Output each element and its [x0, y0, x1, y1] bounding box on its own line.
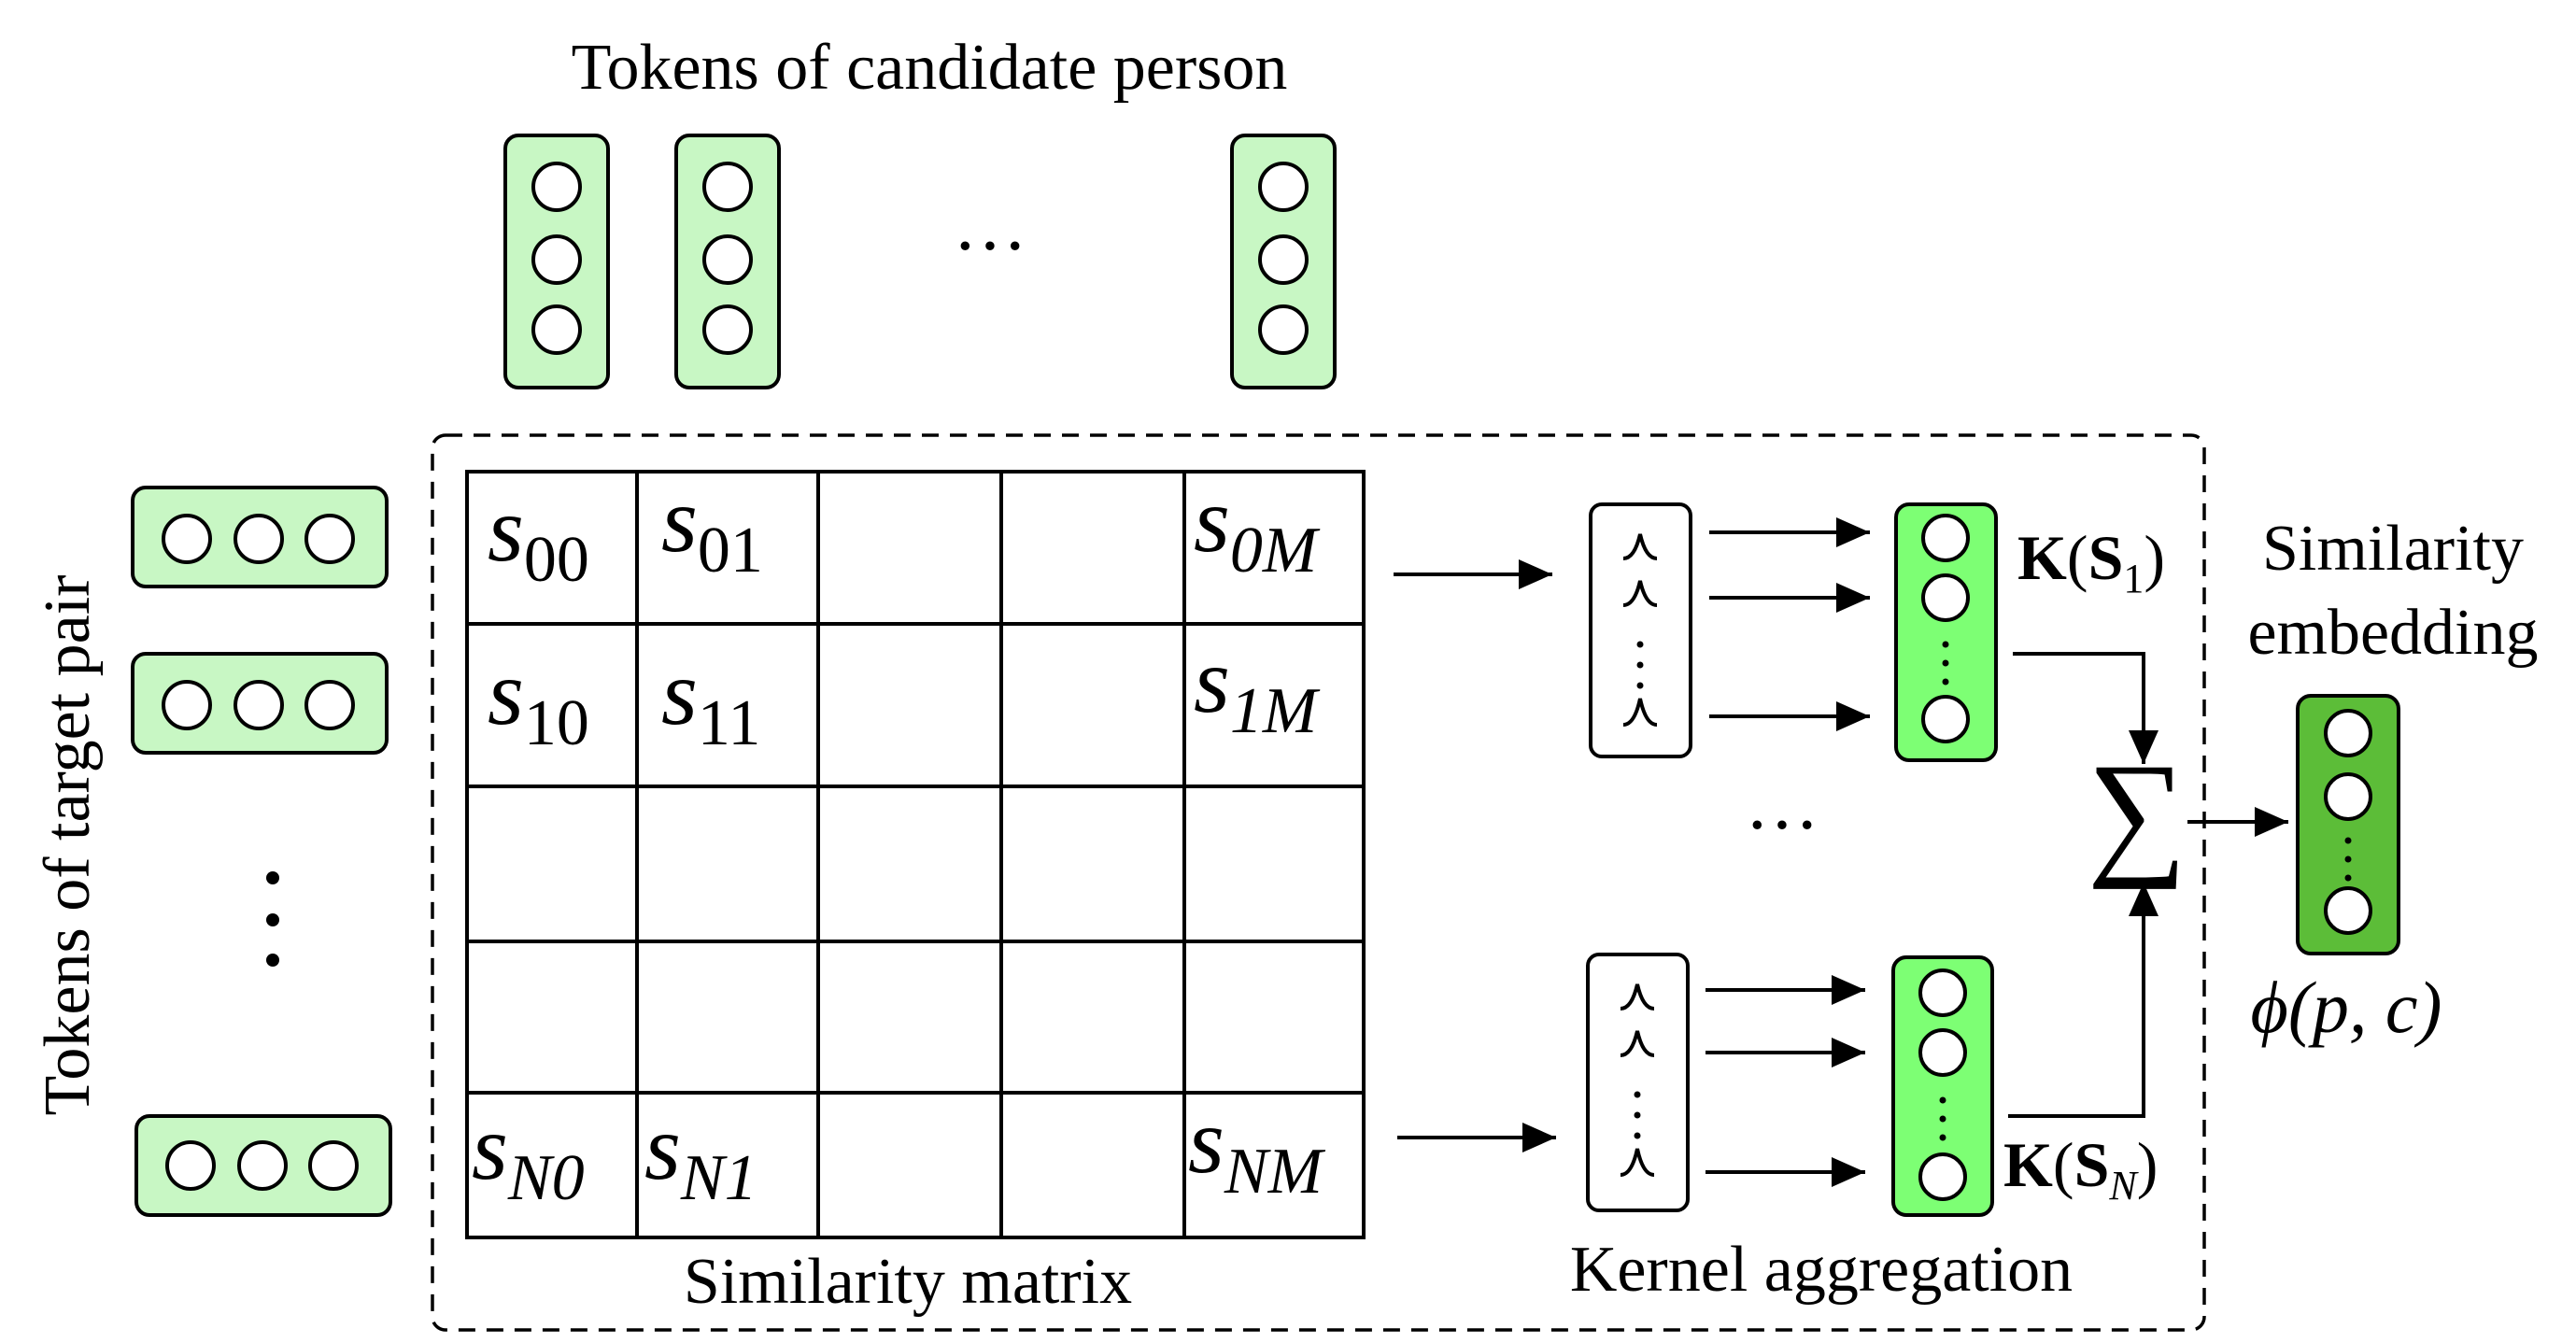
target-tokens-title: Tokens of target pair [32, 575, 104, 1116]
cell-s00: s00 [488, 477, 589, 596]
kernel-bottom-label: K(SN) [2003, 1129, 2158, 1209]
similarity-embedding-vector [2296, 694, 2400, 955]
cell-s0m: s0M [1194, 468, 1321, 587]
cell-s1m: s1M [1194, 629, 1321, 747]
kernel-vector-bottom [1891, 955, 1994, 1217]
similarity-embedding-title-1: Similarity [2262, 513, 2524, 585]
target-ellipsis [266, 871, 279, 967]
cell-sn1: sN1 [644, 1096, 757, 1214]
cell-s10: s10 [488, 641, 589, 759]
candidate-token-1 [503, 134, 610, 389]
arrow-bottom-to-sum [2008, 883, 2158, 1118]
kernel-vector-top [1894, 502, 1998, 762]
kernel-top-label: K(S1) [2017, 522, 2165, 601]
candidate-ellipsis: ··· [953, 205, 1027, 288]
similarity-matrix [465, 470, 1366, 1239]
target-token-n [134, 1114, 392, 1217]
kernel-aggregation-label: Kernel aggregation [1570, 1234, 2073, 1306]
cell-snm: sNM [1188, 1089, 1326, 1208]
candidate-token-2 [674, 134, 781, 389]
output-phi-label: ϕ(p, c) [2251, 967, 2442, 1048]
cell-s01: s01 [661, 468, 763, 587]
kernel-ellipsis: ··· [1745, 785, 1819, 867]
target-token-2 [131, 652, 389, 755]
target-token-1 [131, 486, 389, 588]
sum-symbol: ∑ [2088, 735, 2187, 890]
cell-sn0: sN0 [472, 1096, 585, 1214]
arrow-top-to-sum [2013, 652, 2158, 764]
candidate-token-m [1230, 134, 1337, 389]
kernel-box-bottom [1586, 953, 1690, 1212]
dashed-enclosure [431, 433, 2206, 1332]
cell-s11: s11 [661, 641, 760, 759]
kernel-box-top [1589, 502, 1692, 758]
similarity-embedding-title-2: embedding [2247, 597, 2538, 669]
similarity-matrix-label: Similarity matrix [684, 1246, 1132, 1318]
candidate-tokens-title: Tokens of candidate person [572, 32, 1288, 104]
